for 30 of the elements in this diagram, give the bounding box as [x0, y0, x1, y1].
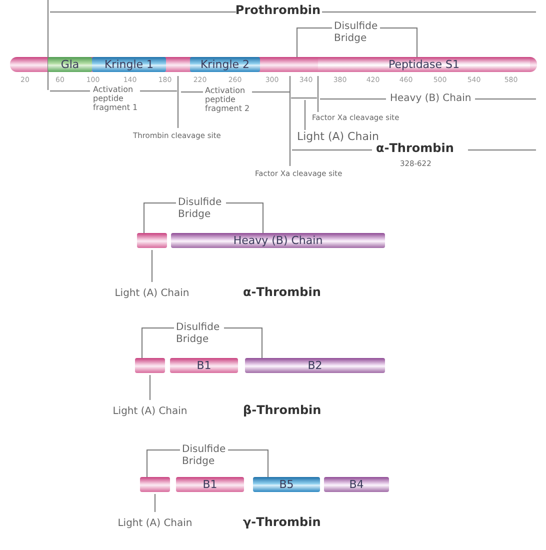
- light-chain-bar: [137, 233, 167, 248]
- bracket-label: Disulfide Bridge: [182, 444, 227, 467]
- domain-segment: Gla: [48, 57, 92, 72]
- chain-title: α-Thrombin: [376, 142, 454, 156]
- bracket-label: Disulfide Bridge: [178, 197, 223, 220]
- chain-label: Heavy (B) Chain: [390, 93, 472, 104]
- light-chain-bar: [140, 477, 170, 492]
- chain-title: β-Thrombin: [243, 404, 322, 418]
- chain-segment: B2: [245, 358, 385, 373]
- chain-label: Light (A) Chain: [111, 516, 199, 530]
- region-label: Activation peptide fragment 2: [205, 86, 251, 114]
- leader-line: [154, 494, 156, 512]
- bracket-label: Disulfide Bridge: [176, 322, 221, 345]
- chain-title: α-Thrombin: [243, 286, 321, 300]
- chain-label: Light (A) Chain: [108, 286, 196, 300]
- chain-segment: B1: [176, 477, 244, 492]
- domain-segment: Kringle 1: [92, 57, 166, 72]
- light-chain-bar: [135, 358, 165, 373]
- domain-segment: Peptidase S1: [318, 57, 530, 72]
- heavy-chain-bar: Heavy (B) Chain: [171, 233, 385, 248]
- chain-label: Light (A) Chain: [297, 131, 379, 143]
- chain-segment: B5: [253, 477, 320, 492]
- bracket-label: Disulfide Bridge: [334, 21, 379, 44]
- chain-label: Light (A) Chain: [106, 404, 194, 418]
- chain-title: γ-Thrombin: [243, 516, 321, 530]
- title-label: Prothrombin: [234, 4, 322, 18]
- region-label: Activation peptide fragment 1: [93, 85, 139, 113]
- domain-segment: Kringle 2: [190, 57, 260, 72]
- chain-segment: B4: [324, 477, 389, 492]
- chain-segment: B1: [170, 358, 238, 373]
